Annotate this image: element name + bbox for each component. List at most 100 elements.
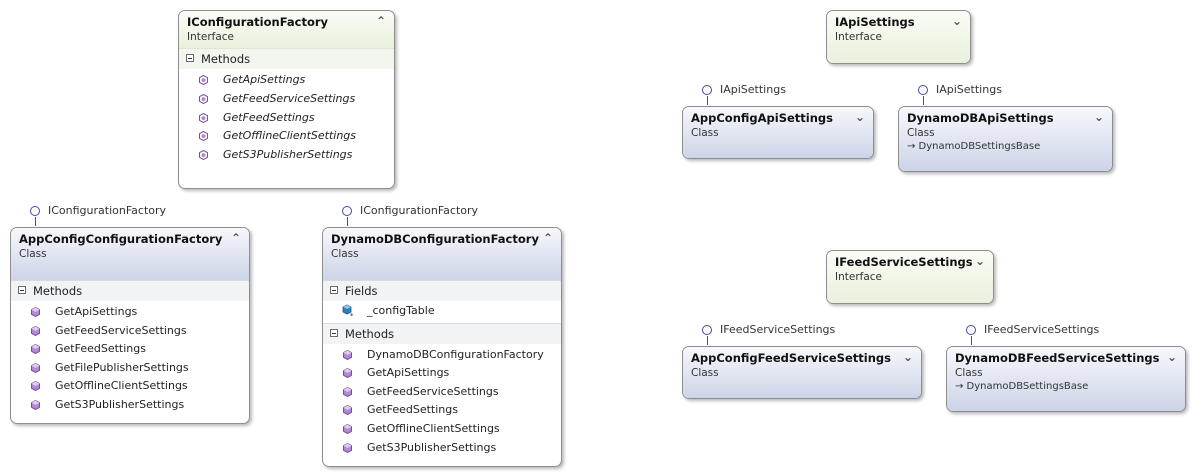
svg-text:*: * bbox=[350, 312, 354, 318]
method-item[interactable]: GetFilePublisherSettings bbox=[11, 359, 249, 378]
collapse-chevron-icon[interactable]: ⌃ bbox=[542, 231, 553, 245]
method-icon bbox=[343, 405, 352, 416]
ifeedservicesettings-shape[interactable]: IFeedServiceSettings Interface ⌄ bbox=[826, 250, 994, 304]
shape-header[interactable]: DynamoDBFeedServiceSettings Class → Dyna… bbox=[947, 347, 1185, 411]
compartment-label: Methods bbox=[345, 326, 395, 341]
shape-kind: Interface bbox=[187, 31, 235, 43]
shape-title: IConfigurationFactory bbox=[187, 15, 329, 29]
shape-kind: Class bbox=[955, 367, 983, 379]
method-name: GetApiSettings bbox=[367, 366, 450, 380]
iconfigurationfactory-shape[interactable]: IConfigurationFactory Interface ⌃ Method… bbox=[178, 10, 395, 189]
method-icon bbox=[199, 150, 208, 161]
iapisettings-shape[interactable]: IApiSettings Interface ⌄ bbox=[826, 10, 971, 64]
shape-header[interactable]: IFeedServiceSettings Interface ⌄ bbox=[827, 251, 993, 303]
method-item[interactable]: GetFeedServiceSettings bbox=[11, 322, 249, 341]
shape-header[interactable]: IApiSettings Interface ⌄ bbox=[827, 11, 970, 63]
methods-compartment-header[interactable]: Methods bbox=[179, 48, 394, 69]
interface-lollipop[interactable]: IApiSettings bbox=[702, 83, 812, 107]
shape-header[interactable]: DynamoDBApiSettings Class → DynamoDBSett… bbox=[899, 107, 1112, 171]
field-item[interactable]: *_configTable bbox=[323, 302, 561, 321]
lollipop-stem bbox=[970, 336, 972, 345]
private-field-icon: * bbox=[342, 304, 354, 318]
method-name: DynamoDBConfigurationFactory bbox=[367, 347, 544, 361]
collapse-compartment-icon[interactable] bbox=[330, 286, 338, 294]
expand-chevron-icon[interactable]: ⌄ bbox=[951, 14, 962, 28]
shape-title: DynamoDBApiSettings bbox=[907, 111, 1054, 125]
interface-lollipop[interactable]: IFeedServiceSettings bbox=[966, 323, 1106, 347]
collapse-compartment-icon[interactable] bbox=[18, 286, 26, 294]
method-item[interactable]: GetApiSettings bbox=[179, 71, 394, 90]
interface-lollipop[interactable]: IConfigurationFactory bbox=[30, 204, 190, 228]
method-item[interactable]: GetFeedSettings bbox=[11, 340, 249, 359]
method-name: GetOfflineClientSettings bbox=[55, 379, 188, 393]
lollipop-label: IConfigurationFactory bbox=[48, 204, 167, 217]
interface-lollipop[interactable]: IConfigurationFactory bbox=[342, 204, 502, 228]
dynamodbconfigurationfactory-shape[interactable]: DynamoDBConfigurationFactory Class ⌃ Fie… bbox=[322, 227, 562, 467]
method-icon bbox=[199, 131, 208, 142]
interface-lollipop[interactable]: IFeedServiceSettings bbox=[702, 323, 842, 347]
field-list: *_configTable bbox=[323, 301, 561, 323]
appconfigapisettings-shape[interactable]: AppConfigApiSettings Class ⌄ bbox=[682, 106, 874, 159]
lollipop-stem bbox=[706, 336, 708, 345]
shape-title: DynamoDBFeedServiceSettings bbox=[955, 351, 1160, 365]
method-icon bbox=[343, 423, 352, 434]
shape-header[interactable]: AppConfigConfigurationFactory Class ⌃ bbox=[11, 228, 249, 280]
shape-header[interactable]: AppConfigFeedServiceSettings Class ⌄ bbox=[683, 347, 921, 398]
expand-chevron-icon[interactable]: ⌄ bbox=[1093, 110, 1104, 124]
interface-lollipop[interactable]: IApiSettings bbox=[918, 83, 1028, 107]
lollipop-circle-icon bbox=[966, 325, 976, 335]
shape-title: IApiSettings bbox=[835, 15, 915, 29]
fields-compartment-header[interactable]: Fields bbox=[323, 280, 561, 301]
shape-title: AppConfigFeedServiceSettings bbox=[691, 351, 891, 365]
method-item[interactable]: GetS3PublisherSettings bbox=[323, 439, 561, 458]
collapse-compartment-icon[interactable] bbox=[186, 54, 194, 62]
expand-chevron-icon[interactable]: ⌄ bbox=[1166, 350, 1177, 364]
appconfigfeedservicesettings-shape[interactable]: AppConfigFeedServiceSettings Class ⌄ bbox=[682, 346, 922, 399]
method-item[interactable]: GetFeedSettings bbox=[323, 401, 561, 420]
methods-compartment-header[interactable]: Methods bbox=[323, 322, 561, 344]
shape-header[interactable]: DynamoDBConfigurationFactory Class ⌃ bbox=[323, 228, 561, 280]
method-item[interactable]: GetS3PublisherSettings bbox=[11, 396, 249, 415]
shape-header[interactable]: AppConfigApiSettings Class ⌄ bbox=[683, 107, 873, 158]
methods-compartment-header[interactable]: Methods bbox=[11, 280, 249, 301]
method-name: GetFeedServiceSettings bbox=[223, 91, 356, 105]
method-name: GetApiSettings bbox=[223, 73, 306, 86]
expand-chevron-icon[interactable]: ⌄ bbox=[902, 350, 913, 364]
method-icon bbox=[199, 75, 208, 85]
method-icon bbox=[199, 93, 208, 104]
method-item[interactable]: GetFeedServiceSettings bbox=[323, 383, 561, 402]
method-item[interactable]: GetOfflineClientSettings bbox=[323, 420, 561, 439]
method-name: GetOfflineClientSettings bbox=[367, 421, 500, 435]
shape-kind: Class bbox=[331, 248, 359, 260]
method-item[interactable]: GetFeedSettings bbox=[179, 109, 394, 128]
collapse-chevron-icon[interactable]: ⌃ bbox=[375, 14, 386, 28]
lollipop-label: IFeedServiceSettings bbox=[984, 323, 1100, 336]
shape-title: IFeedServiceSettings bbox=[835, 255, 973, 269]
dynamodbapisettings-shape[interactable]: DynamoDBApiSettings Class → DynamoDBSett… bbox=[898, 106, 1113, 172]
expand-chevron-icon[interactable]: ⌄ bbox=[974, 254, 985, 268]
method-icon bbox=[343, 386, 352, 397]
shape-header[interactable]: IConfigurationFactory Interface ⌃ bbox=[179, 11, 394, 48]
lollipop-label: IApiSettings bbox=[720, 83, 786, 96]
method-icon bbox=[343, 442, 352, 453]
dynamodbfeedservicesettings-shape[interactable]: DynamoDBFeedServiceSettings Class → Dyna… bbox=[946, 346, 1186, 412]
expand-chevron-icon[interactable]: ⌄ bbox=[854, 110, 865, 124]
method-item[interactable]: GetOfflineClientSettings bbox=[179, 127, 394, 146]
shape-kind: Class bbox=[19, 248, 47, 260]
method-item[interactable]: GetApiSettings bbox=[323, 364, 561, 383]
appconfigconfigurationfactory-shape[interactable]: AppConfigConfigurationFactory Class ⌃ Me… bbox=[10, 227, 250, 424]
lollipop-stem bbox=[706, 96, 708, 105]
lollipop-circle-icon bbox=[30, 206, 40, 216]
shape-kind: Interface bbox=[835, 271, 883, 283]
method-item[interactable]: GetOfflineClientSettings bbox=[11, 377, 249, 396]
collapse-compartment-icon[interactable] bbox=[330, 328, 338, 337]
method-icon bbox=[31, 399, 40, 410]
lollipop-stem bbox=[922, 96, 924, 105]
lollipop-label: IFeedServiceSettings bbox=[720, 323, 836, 336]
method-item[interactable]: GetFeedServiceSettings bbox=[179, 90, 394, 109]
method-item[interactable]: DynamoDBConfigurationFactory bbox=[323, 346, 561, 365]
method-item[interactable]: GetS3PublisherSettings bbox=[179, 146, 394, 165]
lollipop-label: IApiSettings bbox=[936, 83, 1002, 96]
collapse-chevron-icon[interactable]: ⌃ bbox=[230, 231, 241, 245]
method-item[interactable]: GetApiSettings bbox=[11, 303, 249, 322]
